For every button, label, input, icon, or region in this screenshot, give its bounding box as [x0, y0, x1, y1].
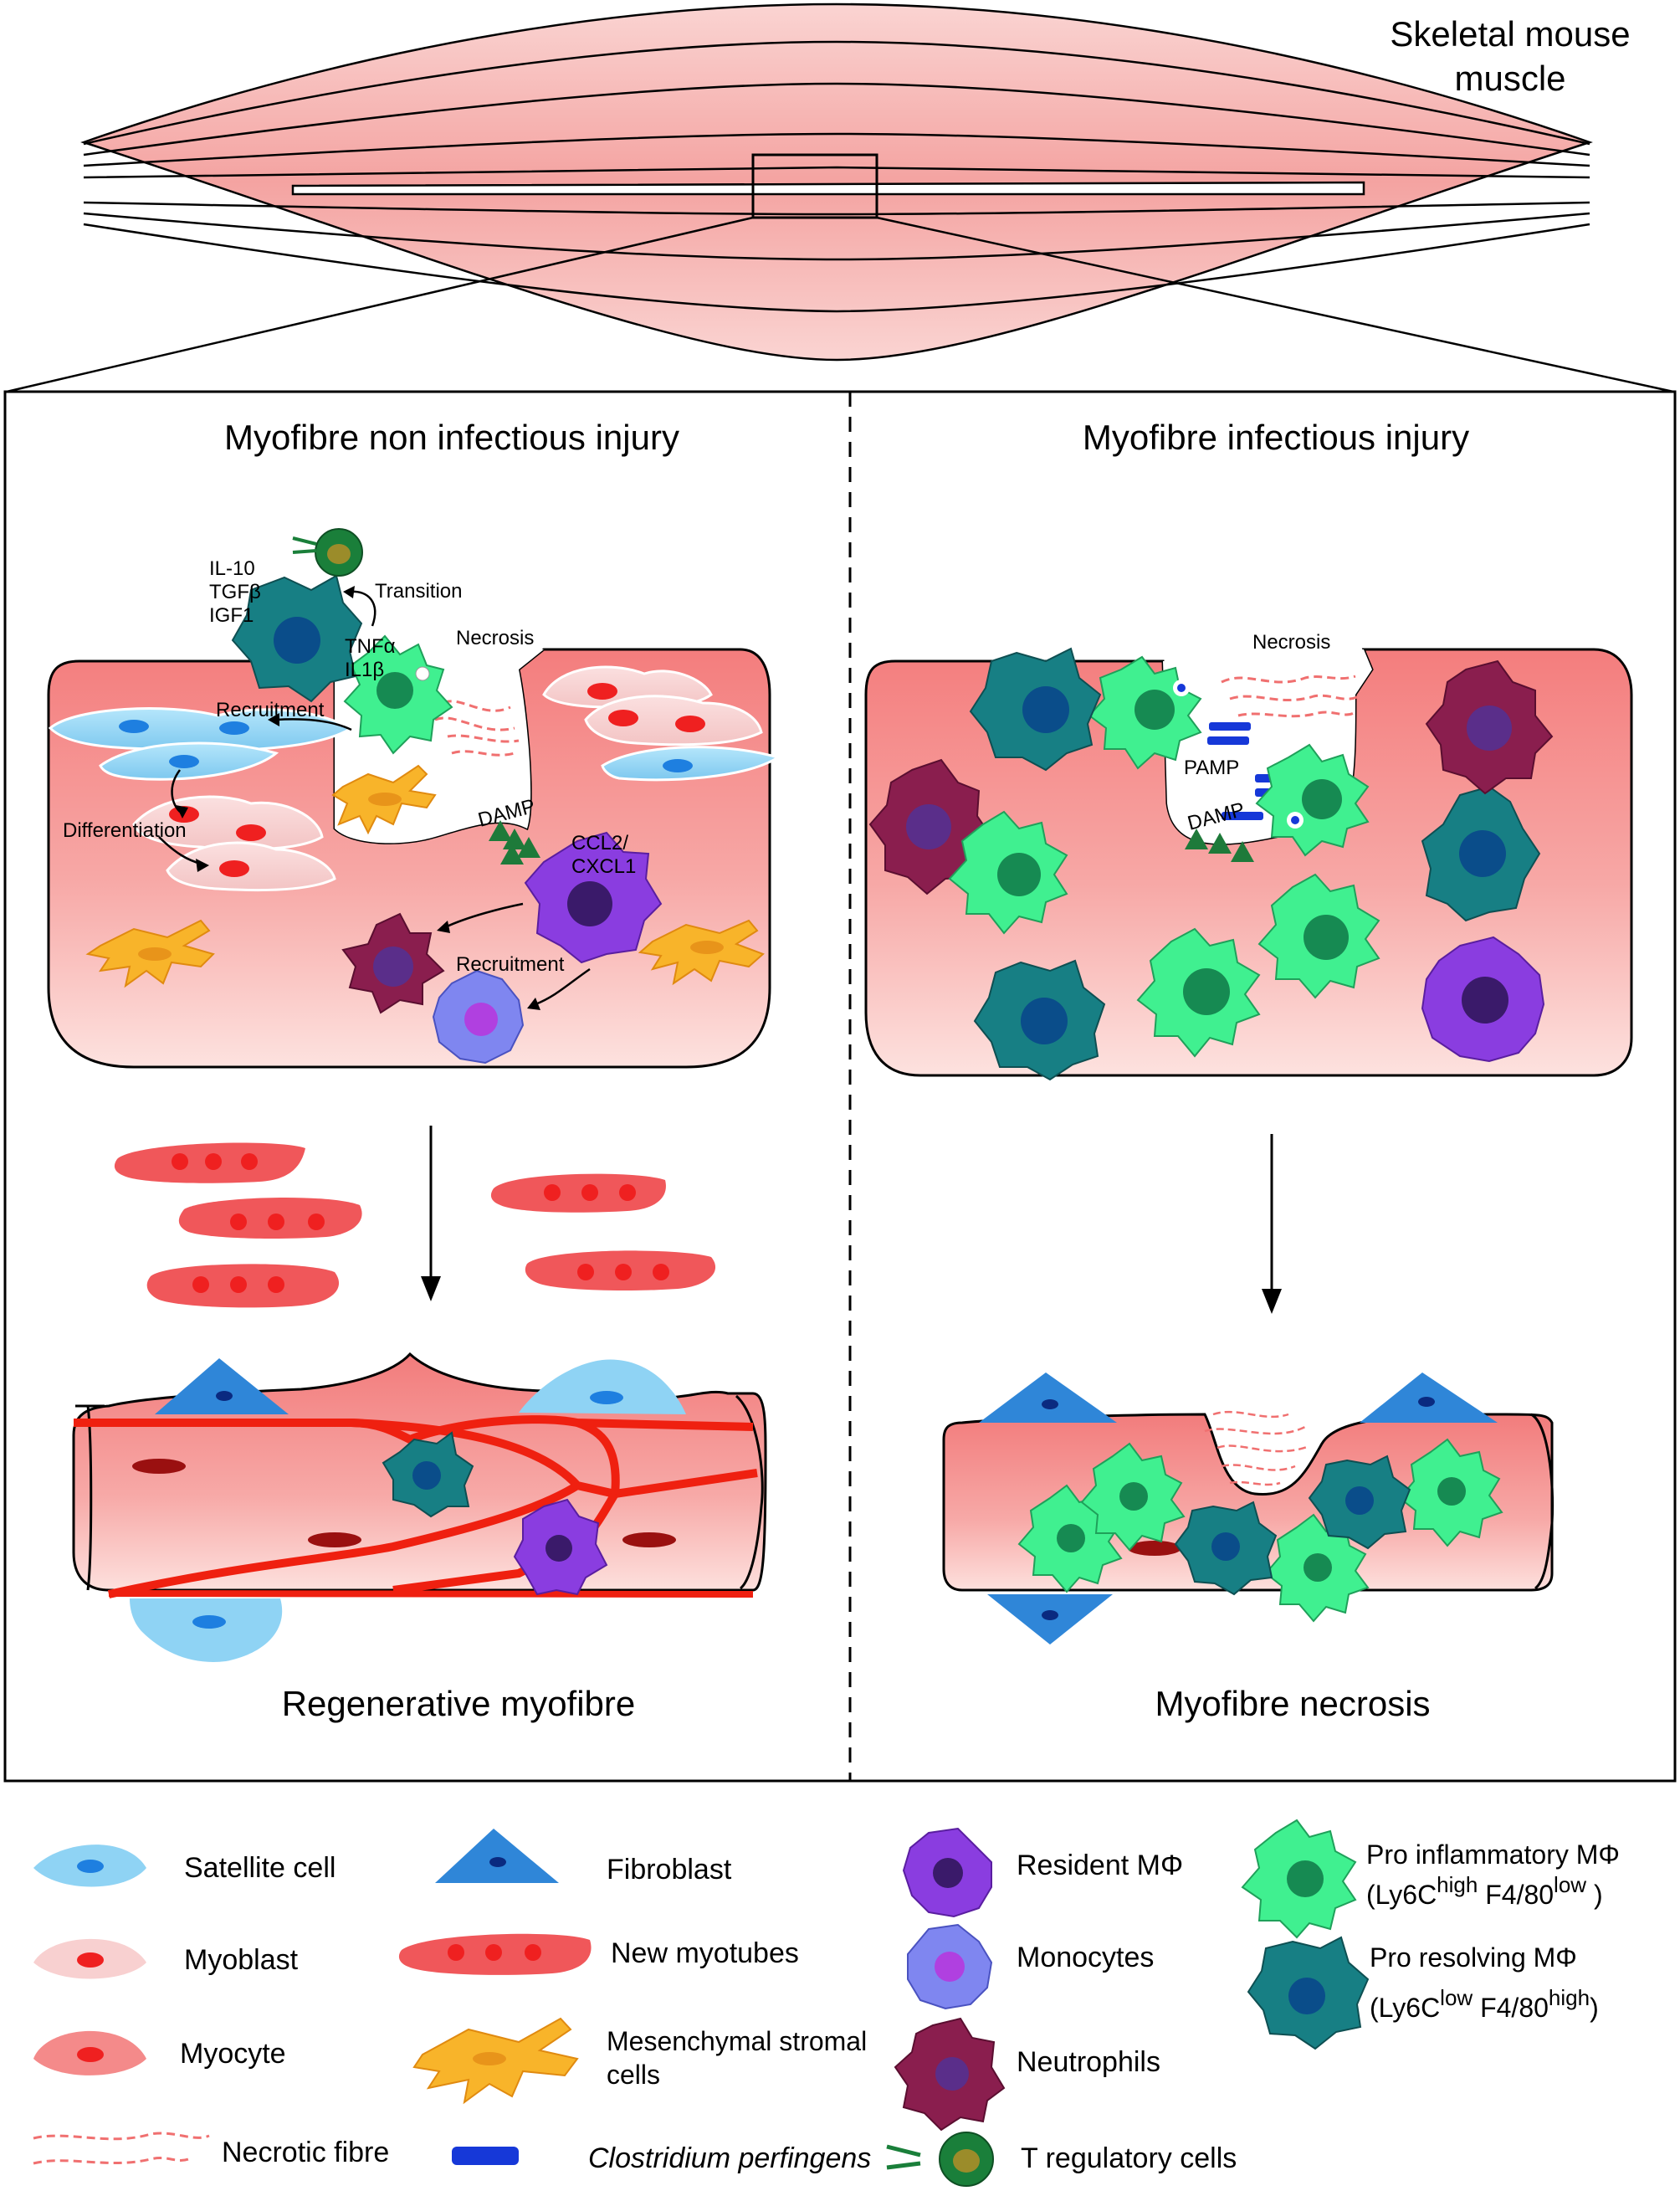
satellite-regen-top	[519, 1359, 686, 1414]
pro-inflammatory-macrophage-necrosis-1	[1088, 655, 1202, 770]
legend-fibroblast-label: Fibroblast	[607, 1854, 732, 1886]
macrophages-necrosis	[1017, 1438, 1503, 1623]
pro-inflammatory-macrophage-necrosis-2	[1255, 743, 1370, 857]
legend: Satellite cell Myoblast Myocyte Necrotic…	[33, 1819, 1620, 2187]
label-tnfa: TNFα	[345, 635, 396, 658]
fibroblasts-necrosis	[979, 1372, 1498, 1644]
pro-resolving-macrophage-top	[231, 574, 363, 703]
right-panel-title: Myofibre infectious injury	[1083, 418, 1469, 457]
label-necrosis-right: Necrosis	[1252, 631, 1330, 654]
resident-macrophage-right	[1421, 936, 1545, 1063]
pro-inflammatory-macrophage-left	[343, 634, 453, 755]
panel-frame	[3, 390, 1677, 1783]
legend-satellite-icon	[33, 1845, 146, 1887]
resident-macrophage-left	[524, 831, 663, 964]
neutrophil-left	[341, 912, 445, 1014]
header-line2: muscle	[1454, 59, 1565, 98]
legend-proinflammatory-sup2: low	[1554, 1872, 1586, 1897]
legend-monocytes-label: Monocytes	[1017, 1942, 1154, 1973]
legend-myotubes-label: New myotubes	[611, 1937, 799, 1969]
satellite-regen-bottom	[130, 1598, 283, 1662]
legend-proinflammatory-icon	[1241, 1819, 1357, 1939]
legend-msc-label-1: Mesenchymal stromal	[607, 2026, 867, 2056]
damp-triangles-right	[1185, 829, 1254, 862]
legend-proresolving-icon	[1247, 1936, 1370, 2050]
legend-myotube-icon	[398, 1933, 592, 1975]
label-transition: Transition	[375, 580, 462, 603]
t-regulatory-cell-top	[292, 528, 363, 577]
label-cxcl1: CXCL1	[571, 855, 636, 878]
label-il10: IL-10	[209, 557, 255, 580]
label-tgfb: TGFβ	[209, 581, 261, 603]
legend-proinflammatory-sup1: high	[1437, 1872, 1478, 1897]
legend-neutrophils-label: Neutrophils	[1017, 2046, 1160, 2078]
legend-myoblast-icon	[33, 1938, 146, 1979]
legend-treg-label: T regulatory cells	[1021, 2142, 1237, 2174]
legend-monocyte-icon	[907, 1923, 993, 2010]
label-recruitment-bottom: Recruitment	[456, 953, 565, 976]
legend-resident-label: Resident MΦ	[1017, 1850, 1183, 1881]
necrotic-fibres-right	[1221, 675, 1358, 718]
legend-proresolving-mid: F4/80	[1473, 1993, 1549, 2023]
necrotic-fibres-left	[434, 700, 520, 757]
label-recruitment-top: Recruitment	[216, 699, 325, 721]
monocyte-left	[432, 969, 525, 1065]
legend-necrotic-label: Necrotic fibre	[222, 2137, 389, 2168]
label-differentiation: Differentiation	[63, 819, 187, 842]
damp-triangles-left	[489, 820, 540, 865]
label-il1b: IL1β	[345, 659, 384, 681]
legend-proresolving-label-2: (Ly6Clow F4/80high)	[1370, 1985, 1599, 2023]
legend-proinflammatory-label-1: Pro inflammatory MΦ	[1366, 1839, 1620, 1870]
satellite-cells-left	[48, 707, 781, 782]
legend-myocyte-label: Myocyte	[180, 2038, 286, 2070]
legend-necrotic-icon	[33, 2132, 210, 2165]
legend-treg-icon	[886, 2132, 994, 2187]
legend-myoblast-label: Myoblast	[184, 1944, 299, 1976]
skeletal-muscle-illustration	[6, 3, 1674, 393]
legend-clostridium-icon	[452, 2147, 519, 2165]
new-myotubes	[114, 1142, 716, 1308]
pro-resolving-macrophage-regen	[382, 1431, 474, 1518]
legend-fibroblast-icon	[435, 1829, 559, 1883]
legend-proresolving-open: (Ly6C	[1370, 1993, 1440, 2023]
label-ccl2: CCL2/	[571, 832, 628, 854]
pro-resolving-macrophages-right	[969, 647, 1541, 1081]
left-outcome: Regenerative myofibre	[282, 1684, 636, 1723]
label-necrosis-left: Necrosis	[456, 627, 534, 649]
label-igf1: IGF1	[209, 604, 254, 627]
legend-proinflammatory-label-2: (Ly6Chigh F4/80low )	[1366, 1872, 1603, 1910]
left-panel-title: Myofibre non infectious injury	[224, 418, 679, 457]
legend-msc-label-2: cells	[607, 2060, 660, 2090]
legend-proresolving-sup1: low	[1440, 1985, 1473, 2010]
fibroblast-regen-top	[155, 1358, 289, 1414]
resident-macrophage-regen	[513, 1498, 608, 1596]
legend-proinflammatory-close: )	[1586, 1880, 1603, 1910]
neutrophils-right	[868, 659, 1554, 895]
pro-inflammatory-macrophages-right	[948, 810, 1380, 1058]
legend-proresolving-sup2: high	[1549, 1985, 1590, 2010]
legend-proresolving-close: )	[1590, 1993, 1599, 2023]
legend-resident-icon	[902, 1827, 992, 1918]
legend-msc-icon	[412, 2017, 579, 2105]
zoom-box	[751, 153, 878, 219]
legend-neutrophil-icon	[894, 2017, 1006, 2132]
label-pamp: PAMP	[1184, 757, 1239, 779]
legend-clostridium-label: Clostridium perfingens	[588, 2142, 871, 2174]
header-line1: Skeletal mouse	[1390, 14, 1630, 54]
legend-proresolving-label-1: Pro resolving MΦ	[1370, 1942, 1577, 1973]
right-outcome: Myofibre necrosis	[1155, 1684, 1430, 1723]
legend-myocyte-icon	[33, 2030, 146, 2075]
legend-satellite-label: Satellite cell	[184, 1852, 335, 1884]
legend-proinflammatory-open: (Ly6C	[1366, 1880, 1437, 1910]
legend-proinflammatory-mid: F4/80	[1478, 1880, 1554, 1910]
